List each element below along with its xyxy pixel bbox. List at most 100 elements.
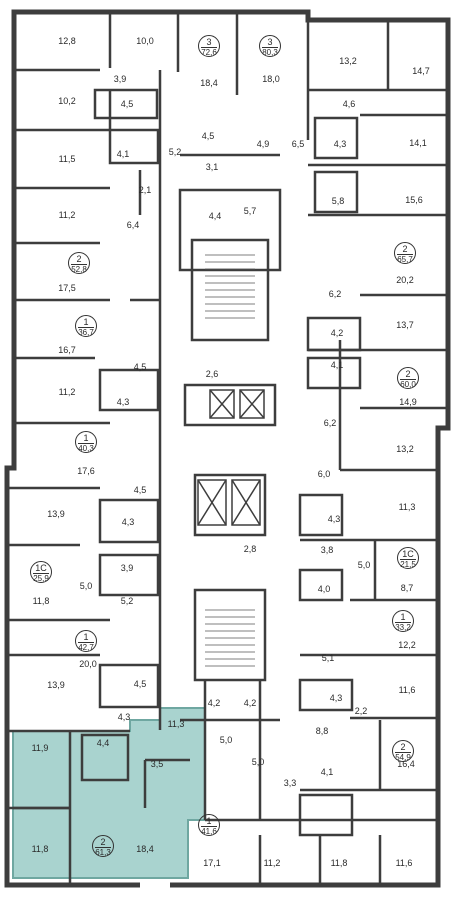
room-area-label: 4,1	[116, 149, 130, 159]
room-area-label: 11,6	[398, 685, 416, 695]
room-area-label: 3,9	[113, 74, 127, 84]
room-area-label: 4,1	[330, 360, 344, 370]
room-area-label: 11,8	[31, 844, 49, 854]
room-area-label: 20,0	[79, 659, 97, 669]
room-area-label: 3,5	[150, 759, 164, 769]
room-area-label: 5,0	[219, 735, 233, 745]
room-area-label: 10,2	[58, 96, 76, 106]
room-area-label: 4,5	[201, 131, 215, 141]
room-area-label: 4,2	[243, 698, 257, 708]
room-area-label: 4,0	[317, 584, 331, 594]
room-area-label: 5,0	[79, 581, 93, 591]
room-area-label: 14,9	[399, 397, 417, 407]
room-area-label: 6,0	[317, 469, 331, 479]
room-area-label: 13,7	[396, 320, 414, 330]
room-area-label: 13,9	[47, 680, 65, 690]
room-area-label: 13,2	[339, 56, 357, 66]
room-area-label: 12,8	[58, 36, 76, 46]
room-area-label: 5,0	[357, 560, 371, 570]
room-area-label: 11,2	[58, 387, 76, 397]
room-area-label: 3,3	[283, 778, 297, 788]
outer-wall-right	[170, 9, 451, 888]
room-area-label: 6,5	[291, 139, 305, 149]
room-area-label: 3,1	[205, 162, 219, 172]
room-area-label: 5,2	[120, 596, 134, 606]
room-area-label: 3,9	[120, 563, 134, 573]
room-area-label: 20,2	[396, 275, 414, 285]
room-area-label: 4,5	[133, 679, 147, 689]
room-area-label: 11,6	[395, 858, 413, 868]
room-area-label: 17,6	[77, 466, 95, 476]
room-area-label: 12,2	[398, 640, 416, 650]
room-area-label: 16,4	[397, 759, 415, 769]
room-area-label: 17,1	[203, 858, 221, 868]
room-area-label: 4,5	[120, 99, 134, 109]
room-area-label: 4,3	[329, 693, 343, 703]
room-area-label: 4,1	[320, 767, 334, 777]
room-area-label: 4,3	[121, 517, 135, 527]
room-area-label: 4,3	[327, 514, 341, 524]
room-area-label: 4,4	[208, 211, 222, 221]
room-area-label: 18,4	[200, 78, 218, 88]
room-area-label: 11,2	[263, 858, 281, 868]
room-area-label: 6,2	[328, 289, 342, 299]
room-area-label: 4,2	[207, 698, 221, 708]
room-area-label: 3,8	[320, 545, 334, 555]
room-area-label: 13,9	[47, 509, 65, 519]
room-area-label: 2,8	[243, 544, 257, 554]
room-area-label: 11,3	[398, 502, 416, 512]
room-area-label: 14,1	[409, 138, 427, 148]
room-area-label: 11,5	[58, 154, 76, 164]
room-area-label: 11,8	[330, 858, 348, 868]
room-area-label: 11,8	[32, 596, 50, 606]
room-area-label: 5,7	[243, 206, 257, 216]
room-area-label: 14,7	[412, 66, 430, 76]
room-area-label: 11,2	[58, 210, 76, 220]
room-area-label: 17,5	[58, 283, 76, 293]
room-area-label: 5,0	[251, 757, 265, 767]
room-area-label: 4,3	[333, 139, 347, 149]
room-area-label: 11,9	[31, 743, 49, 753]
room-area-label: 13,2	[396, 444, 414, 454]
room-area-label: 4,5	[133, 362, 147, 372]
room-area-label: 4,5	[133, 485, 147, 495]
room-area-label: 16,7	[58, 345, 76, 355]
room-area-label: 5,8	[331, 196, 345, 206]
room-area-label: 4,9	[256, 139, 270, 149]
room-area-label: 5,1	[321, 653, 335, 663]
room-area-label: 2,1	[138, 185, 152, 195]
room-area-label: 18,4	[136, 844, 154, 854]
room-area-label: 4,3	[116, 397, 130, 407]
room-area-label: 8,7	[400, 583, 414, 593]
room-area-label: 2,6	[205, 369, 219, 379]
room-area-label: 11,3	[167, 719, 185, 729]
room-area-label: 5,2	[168, 147, 182, 157]
room-area-label: 10,0	[136, 36, 154, 46]
room-area-label: 4,4	[96, 738, 110, 748]
room-area-label: 4,2	[330, 328, 344, 338]
room-area-label: 15,6	[405, 195, 423, 205]
room-area-label: 2,2	[354, 706, 368, 716]
room-area-label: 4,3	[117, 712, 131, 722]
room-area-label: 18,0	[262, 74, 280, 84]
room-area-label: 6,2	[323, 418, 337, 428]
outer-wall-left	[4, 9, 140, 888]
room-area-label: 4,6	[342, 99, 356, 109]
room-area-label: 8,8	[315, 726, 329, 736]
